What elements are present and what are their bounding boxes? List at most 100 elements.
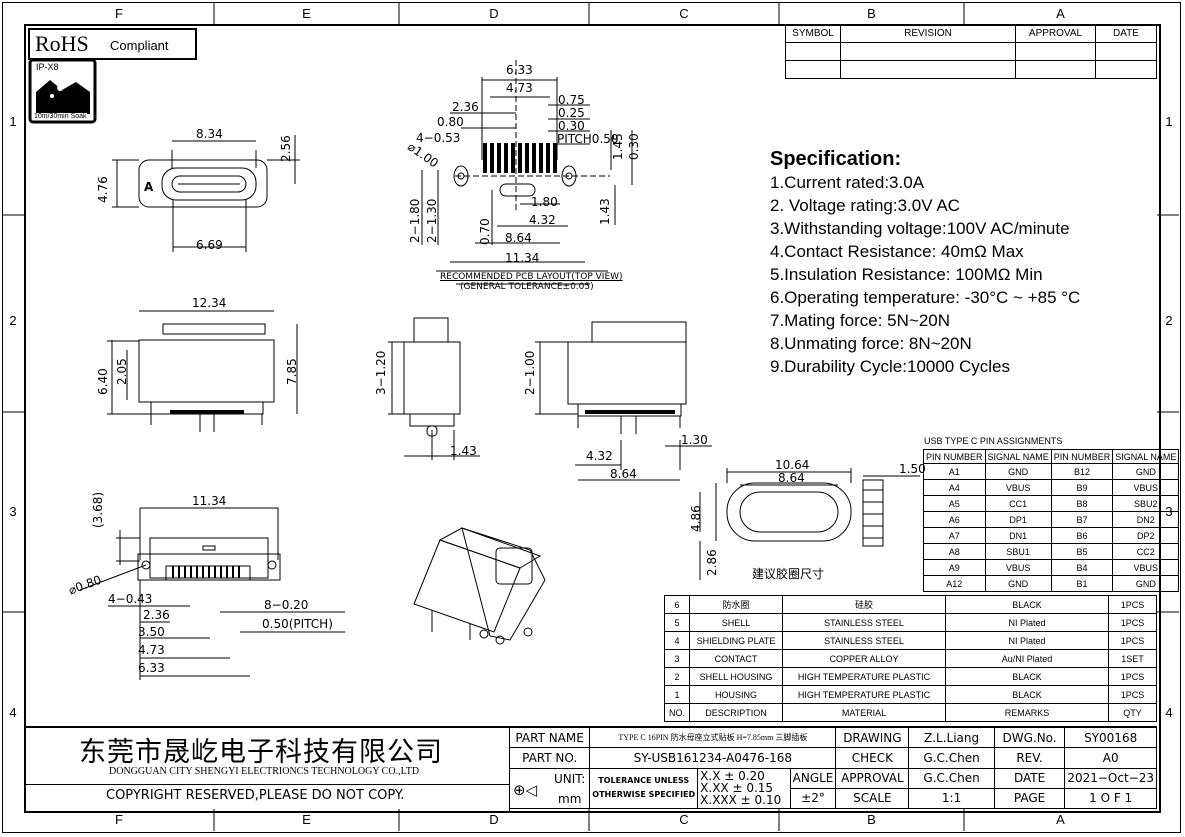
zone-label: A	[1056, 812, 1065, 827]
bom-cell: 2	[664, 667, 690, 686]
dim-label: 4.86	[689, 505, 703, 532]
dim-label: 2−1.30	[425, 198, 439, 243]
pin-cell: VBUS	[984, 479, 1052, 496]
bom-cell: STAINLESS STEEL	[782, 613, 946, 632]
spec-line: 3.Withstanding voltage:100V AC/minute	[770, 219, 1070, 238]
drawing-label: DRAWING	[835, 726, 910, 749]
zone-label: F	[115, 6, 123, 21]
dim-label: 2.56	[279, 135, 293, 162]
bom-cell: NI Plated	[945, 631, 1109, 650]
spec-line: 1.Current rated:3.0A	[770, 173, 925, 192]
pin-cell: DP2	[1112, 527, 1180, 544]
dim-label: 8.64	[505, 231, 532, 245]
dim-label: 6.33	[506, 63, 533, 77]
dim-label: 2−1.00	[523, 350, 537, 395]
spec-line: 9.Durability Cycle:10000 Cycles	[770, 357, 1010, 376]
bom-header: MATERIAL	[782, 703, 946, 722]
zone-label: D	[489, 6, 499, 21]
pin-cell: A7	[923, 527, 986, 544]
bom-cell: 6	[664, 595, 690, 614]
pin-cell: A1	[923, 463, 986, 480]
part-no-label: PART NO.	[508, 747, 591, 769]
pin-header: PIN NUMBER	[923, 449, 986, 464]
zone-label: A	[1056, 6, 1065, 21]
spec-line: 8.Unmating force: 8N~20N	[770, 334, 972, 353]
dim-label: 8.34	[196, 127, 223, 141]
dim-label: 1.43	[450, 444, 477, 458]
pin-assignment-table: PIN NUMBER SIGNAL NAME PIN NUMBER SIGNAL…	[923, 449, 1180, 592]
dim-label: 8.64	[610, 467, 637, 481]
bom-cell: STAINLESS STEEL	[782, 631, 946, 650]
bom-cell: SHELL HOUSING	[689, 667, 783, 686]
pin-cell: A6	[923, 511, 986, 528]
rohs-box: RoHS Compliant	[28, 28, 197, 60]
bom-header: QTY	[1108, 703, 1157, 722]
dim-label: 0.70	[478, 218, 492, 245]
bom-cell: BLACK	[945, 667, 1109, 686]
dim-label: 4.76	[96, 176, 110, 203]
part-name-value: TYPE C 16PIN 防水母座立式贴板 H=7.85mm 三脚插板	[589, 726, 837, 749]
pin-cell: GND	[1112, 463, 1180, 480]
rohs-subtitle: Compliant	[110, 38, 169, 53]
drawing-value: Z.L.Liang	[908, 726, 995, 749]
angle-value: ±2°	[789, 787, 837, 810]
pin-cell: B5	[1050, 543, 1114, 560]
projection-icon: ⊕◁	[513, 780, 538, 799]
bom-header: NO.	[664, 703, 690, 722]
tolerance-note: TOLERANCE UNLESS	[598, 776, 690, 786]
dim-label: A	[144, 180, 154, 194]
unit-value: mm	[558, 791, 582, 806]
dim-label: 10.64	[775, 458, 810, 472]
zone-label: E	[302, 812, 311, 827]
bom-cell: 1PCS	[1108, 613, 1157, 632]
bom-cell: 5	[664, 613, 690, 632]
dim-label: 8.64	[778, 471, 805, 485]
date-value: 2021−Oct−23	[1064, 767, 1157, 789]
bom-cell: NI Plated	[945, 613, 1109, 632]
bom-cell: COPPER ALLOY	[782, 649, 946, 668]
specification-block: Specification: 1.Current rated:3.0A 2. V…	[770, 148, 1080, 378]
bom-cell: 4	[664, 631, 690, 650]
dim-label: 2.05	[115, 358, 129, 385]
zone-label: 3	[9, 504, 17, 519]
pin-cell: DP1	[984, 511, 1052, 528]
zone-label: 4	[9, 705, 17, 720]
spec-line: 7.Mating force: 5N~20N	[770, 311, 951, 330]
pin-cell: B9	[1050, 479, 1114, 496]
zone-label: D	[489, 812, 499, 827]
pin-cell: GND	[1112, 575, 1180, 592]
dim-label: 4−0.43	[108, 592, 153, 606]
pin-header: PIN NUMBER	[1050, 449, 1114, 464]
spec-line: 5.Insulation Resistance: 100MΩ Min	[770, 265, 1043, 284]
pin-cell: A5	[923, 495, 986, 512]
pin-cell: A9	[923, 559, 986, 576]
rev-label: REV.	[993, 747, 1066, 769]
zone-label: 1	[1165, 114, 1173, 129]
pin-header: SIGNAL NAME	[1112, 449, 1180, 464]
pin-cell: DN1	[984, 527, 1052, 544]
bom-cell: 1PCS	[1108, 667, 1157, 686]
rev-value: A0	[1064, 747, 1157, 769]
zone-label: B	[867, 812, 876, 827]
dim-label: 2.36	[143, 608, 170, 622]
dim-label: 2.86	[705, 549, 719, 576]
dim-label: 3.50	[138, 625, 165, 639]
bom-cell: HIGH TEMPERATURE PLASTIC	[782, 667, 946, 686]
pin-cell: A8	[923, 543, 986, 560]
dim-label: 0.25	[558, 106, 585, 120]
dim-label: 2.36	[452, 100, 479, 114]
rev-header-symbol: SYMBOL	[785, 24, 841, 43]
pcb-layout-tolerance: (GENERAL TOLERANCE±0.05)	[460, 282, 594, 292]
